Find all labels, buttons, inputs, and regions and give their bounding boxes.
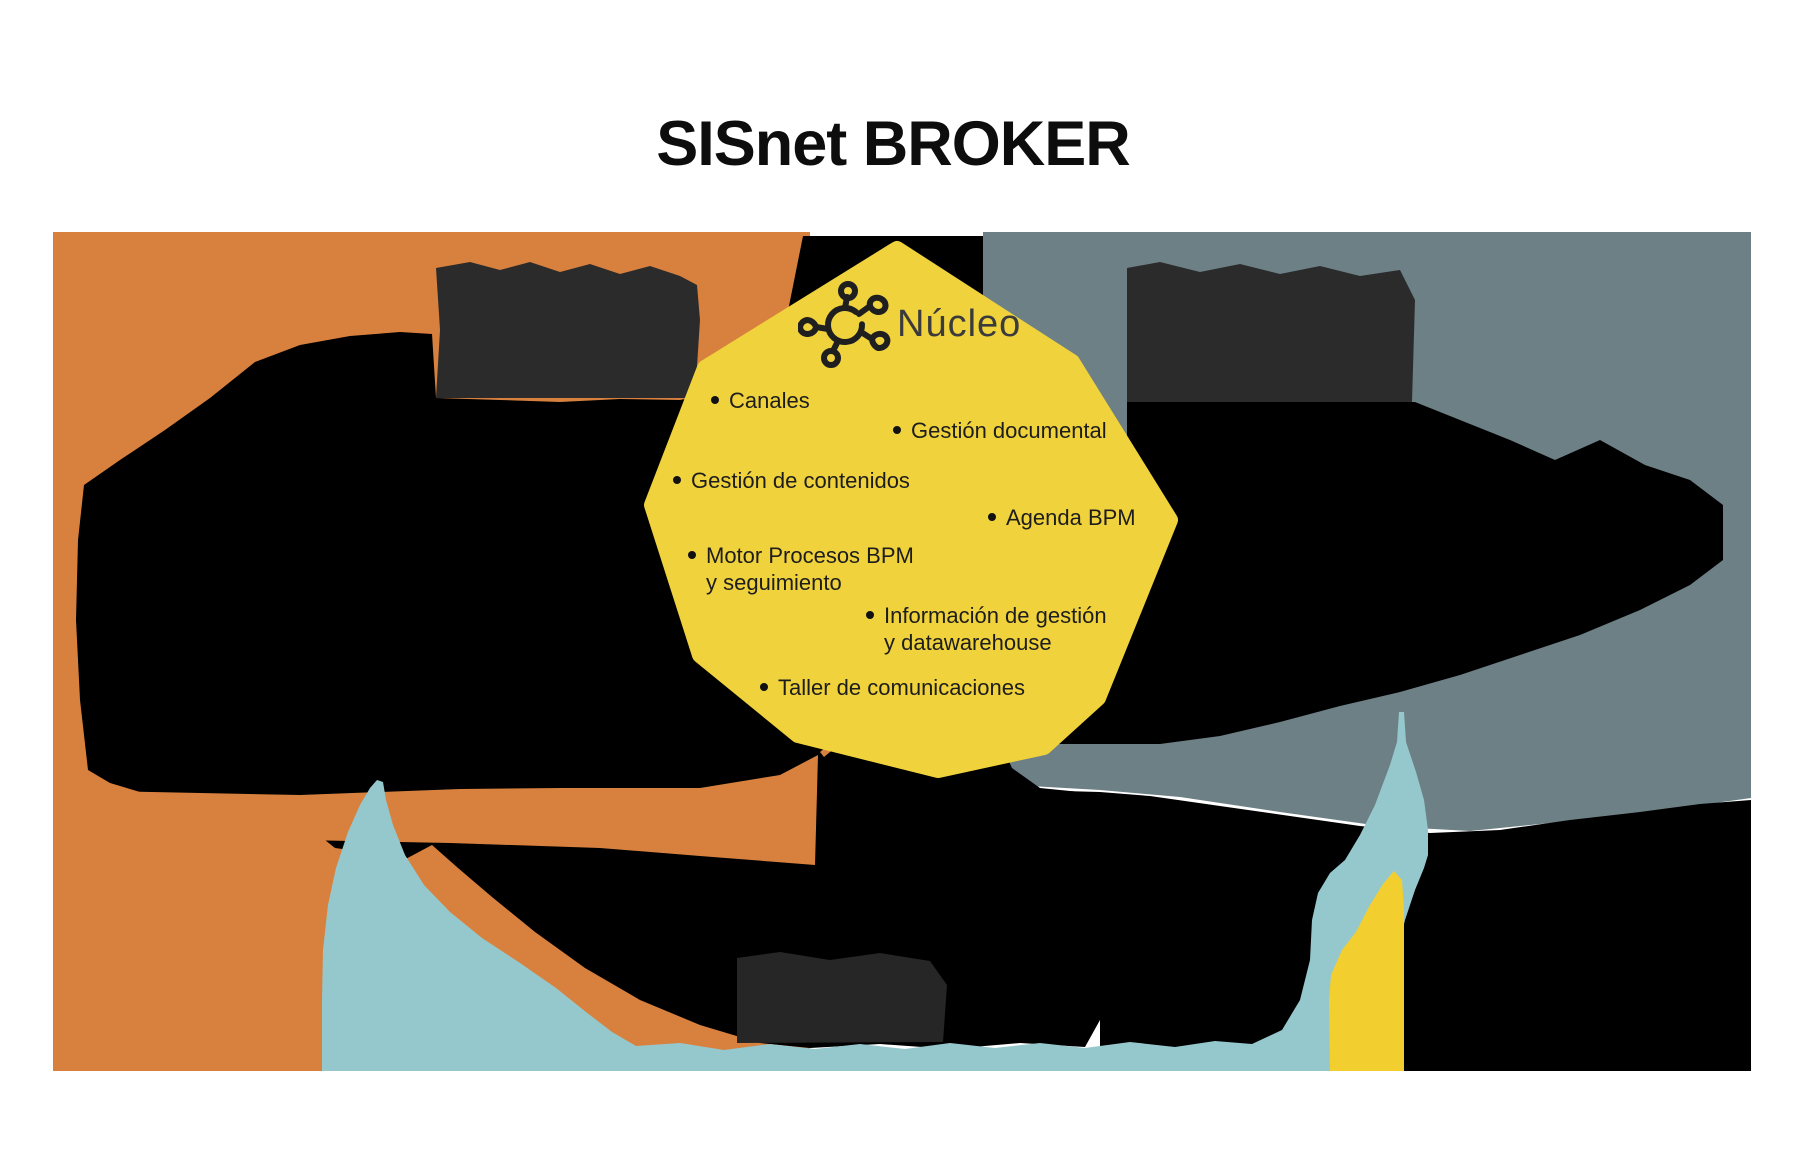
bullet-dot-icon [711,396,719,404]
nucleo-title: Núcleo [897,303,1022,345]
nucleo-octagon [644,241,1178,778]
nucleo-item: Agenda BPM [988,504,1136,531]
nucleo-item-label: Motor Procesos BPM y seguimiento [706,543,914,595]
nucleo-item: Motor Procesos BPM y seguimiento [688,542,914,596]
nucleo-item: Taller de comunicaciones [760,674,1025,701]
orange-band [53,755,818,865]
bullet-dot-icon [866,611,874,619]
redaction-blob-top-right [983,402,1723,752]
bullet-dot-icon [760,683,768,691]
nucleo-item-label: Gestión de contenidos [691,468,910,493]
nucleo-item-label: Taller de comunicaciones [778,675,1026,700]
nucleo-item-label: Gestión documental [911,418,1107,443]
nucleo-item: Canales [711,387,810,414]
bullet-dot-icon [893,426,901,434]
nucleo-item: Gestión documental [893,417,1107,444]
text-blob-slate [1127,262,1415,402]
blue-region [322,712,1428,1071]
nucleo-item: Gestión de contenidos [673,467,910,494]
nucleo-item: Información de gestión y datawarehouse [866,602,1107,656]
nucleo-item-label: Canales [729,388,810,413]
slate-band [998,632,1751,831]
bullet-dot-icon [673,476,681,484]
text-blob-bottom [737,952,947,1043]
hub-icon [798,281,891,368]
nucleo-item-label: Información de gestión y datawarehouse [884,603,1107,655]
bullet-dot-icon [688,551,696,559]
diagram-title: SISnet BROKER [656,109,1131,179]
yellow-strip [1329,871,1404,1071]
text-blob-orange [436,262,700,398]
bullet-dot-icon [988,513,996,521]
nucleo-item-label: Agenda BPM [1006,505,1136,530]
